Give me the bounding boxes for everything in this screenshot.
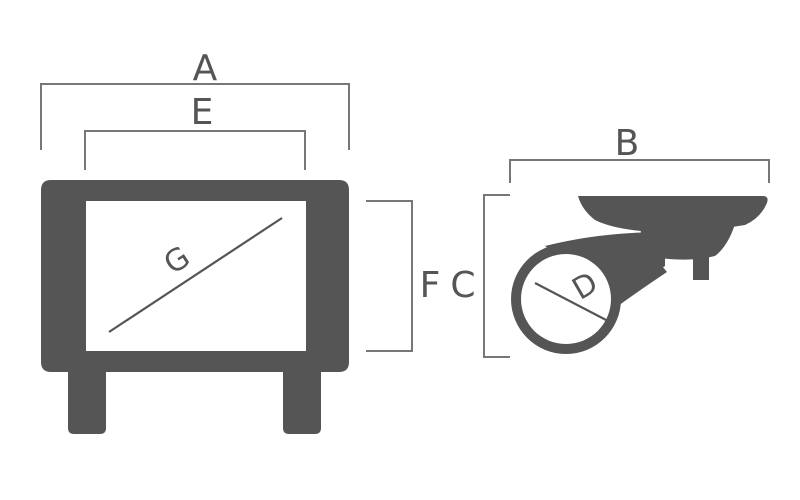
label-f: F bbox=[420, 265, 441, 306]
front-view: A E G F bbox=[40, 48, 441, 434]
side-view: C B D bbox=[450, 123, 770, 358]
dimension-f-bracket bbox=[366, 200, 413, 352]
left-leg bbox=[68, 370, 106, 434]
label-b: B bbox=[615, 123, 640, 164]
mount-peg bbox=[693, 256, 709, 280]
diameter-d-line bbox=[534, 282, 609, 322]
dimension-b-bracket bbox=[509, 159, 770, 183]
right-leg bbox=[283, 370, 321, 434]
diagonal-g-line bbox=[108, 217, 283, 333]
label-c: C bbox=[450, 265, 475, 306]
dimension-e-bracket bbox=[84, 130, 306, 170]
dimension-a-bracket bbox=[40, 83, 350, 150]
label-a: A bbox=[193, 48, 218, 89]
top-plate bbox=[578, 196, 768, 233]
label-e: E bbox=[191, 92, 214, 133]
clamp-lip bbox=[612, 260, 667, 306]
dimension-c-bracket bbox=[483, 194, 510, 358]
